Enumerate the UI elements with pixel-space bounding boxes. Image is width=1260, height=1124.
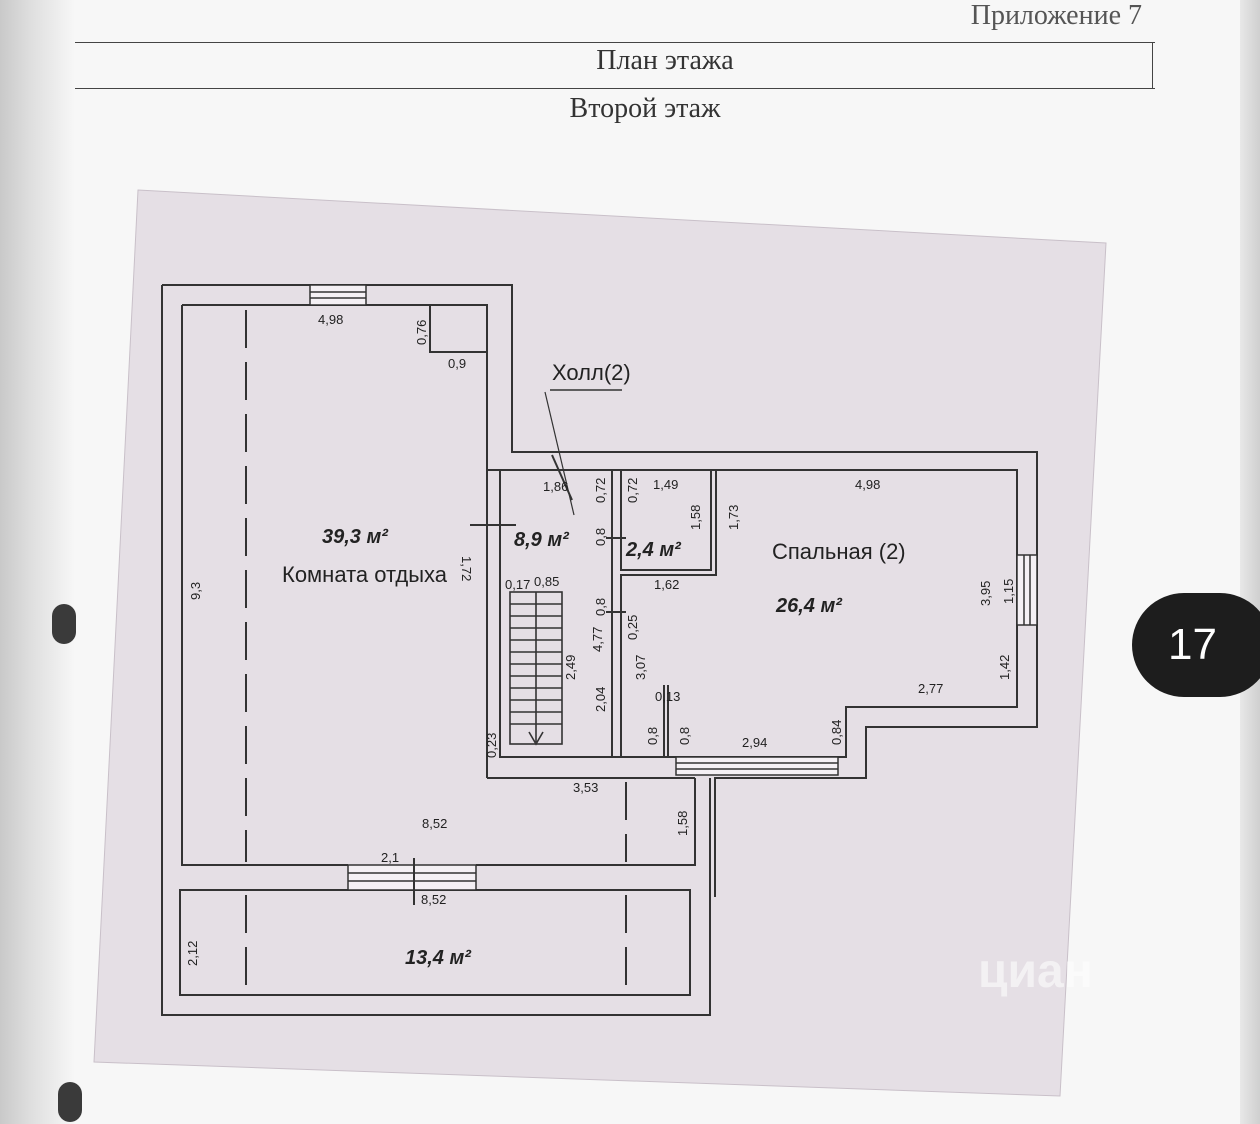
dim-label: 2,49 (563, 655, 578, 680)
dim-label: 4,98 (855, 477, 880, 492)
closet-outline (429, 305, 487, 353)
table-border-middle (75, 88, 1155, 89)
dim-label: 9,3 (188, 582, 203, 600)
appendix-label: Приложение 7 (970, 0, 1142, 31)
dim-label: 2,04 (593, 687, 608, 712)
page-number-badge: 17 (1132, 593, 1260, 697)
lounge-inner-south (476, 778, 696, 866)
windows (309, 284, 1038, 891)
hall-area: 8,9 м² (514, 529, 570, 551)
dim-label: 0,25 (625, 615, 640, 640)
dim-label: 0,72 (625, 478, 640, 503)
hall-name: Холл(2) (552, 360, 631, 385)
outer-wall-left (161, 285, 711, 1016)
room-labels: 39,3 м² Комната отдыха Холл(2) 8,9 м² 2,… (282, 360, 906, 969)
dim-label: 0,85 (534, 574, 559, 589)
binder-hole-top (52, 604, 76, 644)
stair-arrow-icon (528, 731, 544, 746)
binder-hole-bottom (58, 1082, 82, 1122)
dim-label: 1,58 (675, 811, 690, 836)
dimension-labels: 4,98 0,76 0,9 9,3 1,72 1,86 0,72 0,72 1,… (185, 312, 1016, 966)
dim-label: 1,42 (997, 655, 1012, 680)
watermark-logo: циан (918, 920, 1108, 1010)
binder-shadow (0, 0, 75, 1124)
small-room-outline (620, 469, 712, 571)
dim-label: 4,98 (318, 312, 343, 327)
lounge-inner-west (181, 305, 348, 866)
page-right-edge (1240, 0, 1260, 1124)
plan-title: План этажа (596, 45, 734, 76)
balcony-area: 13,4 м² (405, 947, 472, 969)
dim-label: 2,77 (918, 681, 943, 696)
inner-wall-east (182, 304, 1018, 758)
dim-label: 0,8 (593, 598, 608, 616)
watermark-text: циан (978, 945, 1093, 998)
lounge-area: 39,3 м² (322, 526, 389, 548)
dim-label: 0,8 (593, 528, 608, 546)
outer-wall-right (162, 284, 1038, 897)
dim-label: 1,62 (654, 577, 679, 592)
dim-label: 3,53 (573, 780, 598, 795)
walls (161, 284, 1038, 1016)
dim-label: 1,49 (653, 477, 678, 492)
table-border-right (1152, 42, 1153, 88)
dim-label: 1,58 (688, 505, 703, 530)
dim-label: 2,94 (742, 735, 767, 750)
dim-label: 3,95 (978, 581, 993, 606)
dim-label: 0,9 (448, 356, 466, 371)
dim-label: 0,8 (645, 727, 660, 745)
hall-leader-arrow (544, 391, 575, 516)
dim-label: 8,52 (421, 892, 446, 907)
dim-label: 1,72 (459, 556, 474, 581)
lounge-name: Комната отдыха (282, 562, 448, 587)
window-south (675, 756, 839, 776)
staircase (509, 591, 563, 746)
bedroom-west-wall (620, 470, 717, 757)
dim-label: 8,52 (422, 816, 447, 831)
page-number: 17 (1168, 620, 1217, 669)
dim-label: 1,86 (543, 479, 568, 494)
dim-label: 1,15 (1001, 579, 1016, 604)
dim-label: 4,77 (590, 627, 605, 652)
dim-label: 0,23 (484, 733, 499, 758)
balcony-door (347, 864, 477, 891)
bedroom-area: 26,4 м² (775, 595, 843, 617)
dim-label: 2,12 (185, 941, 200, 966)
dim-label: 1,73 (726, 505, 741, 530)
dim-label: 3,07 (633, 655, 648, 680)
small-room-area: 2,4 м² (625, 539, 682, 561)
beam-lines (245, 310, 627, 990)
dim-label: 0,84 (829, 720, 844, 745)
window-east (1016, 554, 1038, 626)
dim-label: 0,13 (655, 689, 680, 704)
table-border-top (75, 42, 1155, 43)
dim-label: 2,1 (381, 850, 399, 865)
dim-label: 0,76 (414, 320, 429, 345)
window-north (309, 284, 367, 306)
dim-label: 0,17 (505, 577, 530, 592)
dim-label: 0,8 (677, 727, 692, 745)
bedroom-name: Спальная (2) (772, 539, 906, 564)
dim-label: 0,72 (593, 478, 608, 503)
floor-title: Второй этаж (569, 93, 721, 124)
plan-sheet (93, 189, 1107, 1097)
